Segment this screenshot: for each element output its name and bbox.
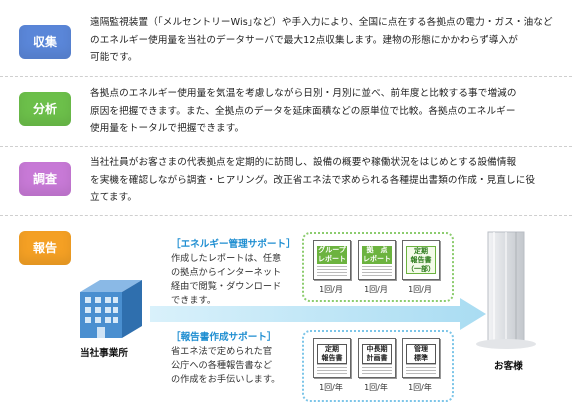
report-support-text: 省エネ法で定められた官 公庁への各種報告書など の作成をお手伝いします。 [171,345,280,387]
energy-support-line-3: 経由で閲覧・ダウンロード [171,281,282,292]
midterm-plan-doc: 中長期 計画書 [358,338,396,378]
energy-support-line-1: 作成したレポートは、任意 [171,253,282,264]
group-report-frequency: 1回/月 [319,285,343,294]
separator [0,146,572,147]
site-report-doc: 拠 点 レポート [358,240,396,280]
doc-label: グループ レポート [317,246,347,264]
badge-analyze: 分析 [19,92,71,126]
collect-line-2: のエネルギー使用量を当社のデータサーバで最大12点収集します。建物の形態にかかわ… [90,34,518,46]
site-report-frequency: 1回/月 [364,285,388,294]
energy-support-line-4: できます。 [171,295,217,306]
survey-line-1: 当社社員がお客さまの代表拠点を定期的に訪問し、設備の概要や稼働状況をはじめとする… [90,157,517,168]
customer-building-icon [476,231,536,349]
analyze-line-3: 使用量をトータルで把握できます。 [90,123,245,134]
customer-label: お客様 [494,361,523,372]
arrow-shape [150,298,486,330]
separator [0,76,572,77]
collect-line-1: 遠隔監視装置（｢メルセントリーWis｣など）や手入力により、全国に点在する各拠点… [90,17,553,28]
badge-survey: 調査 [19,162,71,196]
collect-description: 遠隔監視装置（｢メルセントリーWis｣など）や手入力により、全国に点在する各拠点… [90,14,555,67]
doc-lines-icon [362,362,392,374]
survey-description: 当社社員がお客さまの代表拠点を定期的に訪問し、設備の概要や稼働状況をはじめとする… [90,154,555,207]
energy-support-title: ［エネルギー管理サポート］ [171,239,296,250]
energy-support-line-2: の拠点からインターネット [171,267,282,278]
doc-label: 中長期 計画書 [362,344,392,364]
doc-lines-icon [406,362,436,374]
management-standard-doc: 管理 標準 [402,338,440,378]
periodic-report-partial-frequency: 1回/月 [408,285,432,294]
doc-label: 拠 点 レポート [362,246,392,264]
office-building-icon [80,280,142,338]
report-support-title: ［報告書作成サポート］ [171,332,277,343]
management-standard-frequency: 1回/年 [408,383,432,392]
office-label: 当社事業所 [80,348,128,359]
doc-chart-icon [362,264,392,276]
survey-line-3: 立てます。 [90,192,138,203]
periodic-report-partial-doc: 定期 報告書 （一部） [402,240,440,280]
doc-label: 管理 標準 [406,344,436,364]
energy-support-text: 作成したレポートは、任意 の拠点からインターネット 経由で閲覧・ダウンロード で… [171,252,281,308]
analyze-line-2: 原因を把握できます。また、全拠点のデータを延床面積などの原単位で比較。各拠点のエ… [90,105,516,117]
doc-lines-icon [317,362,347,374]
separator [0,215,572,216]
collect-line-3: 可能です。 [90,52,138,63]
midterm-plan-frequency: 1回/年 [364,383,388,392]
periodic-report-frequency: 1回/年 [319,383,343,392]
analyze-line-1: 各拠点のエネルギー使用量を気温を考慮しながら日別・月別に並べ、前年度と比較する事… [90,88,517,99]
analyze-description: 各拠点のエネルギー使用量を気温を考慮しながら日別・月別に並べ、前年度と比較する事… [90,85,555,138]
badge-collect: 収集 [19,25,71,59]
doc-chart-icon [317,264,347,276]
badge-report: 報告 [19,231,71,265]
periodic-report-doc: 定期 報告書 [313,338,351,378]
doc-label: 定期 報告書 [317,344,347,364]
doc-label: 定期 報告書 （一部） [406,246,436,274]
survey-line-2: を実機を確認しながら調査・ヒアリング。改正省エネ法で求められる各種提出書類の作成… [90,174,536,186]
group-report-doc: グループ レポート [313,240,351,280]
report-support-line-2: 公庁への各種報告書など [171,360,273,371]
report-support-line-3: の作成をお手伝いします。 [171,374,281,385]
report-support-line-1: 省エネ法で定められた官 [171,346,273,357]
